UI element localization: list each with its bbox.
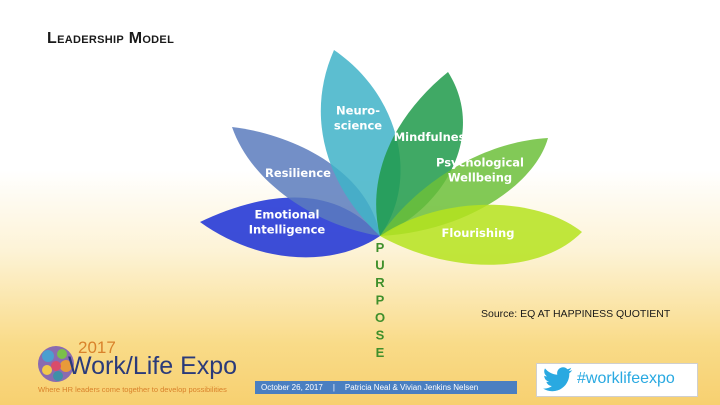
- lotus-petal: [232, 127, 380, 236]
- lotus-petal: [380, 138, 548, 236]
- mosaic-globe-icon: [38, 346, 74, 382]
- purpose-letter: S: [376, 328, 385, 343]
- logo-name: Work/Life Expo: [68, 352, 238, 380]
- hashtag-badge: #worklifeexpo: [536, 363, 698, 397]
- footer-date: October 26, 2017: [261, 383, 323, 392]
- lotus-petal: [376, 72, 463, 236]
- purpose-letter: R: [375, 275, 385, 290]
- source-note: Source: EQ AT HAPPINESS QUOTIENT: [481, 308, 671, 320]
- petal-label: Flourishing: [442, 226, 515, 240]
- purpose-letter: P: [376, 293, 385, 308]
- hashtag-text: #worklifeexpo: [577, 370, 675, 387]
- petal-label: Mindfulness: [394, 130, 473, 144]
- expo-logo: 2017 Work/Life Expo Where HR leaders com…: [36, 338, 276, 398]
- purpose-letter: P: [376, 240, 385, 255]
- logo-tagline: Where HR leaders come together to develo…: [38, 385, 227, 394]
- slide-title: Leadership Model: [47, 30, 175, 47]
- twitter-bird-icon: [543, 367, 573, 392]
- petal-label: Resilience: [265, 166, 331, 180]
- purpose-letter: E: [376, 345, 385, 360]
- footer-presenters: Patricia Neal & Vivian Jenkins Nelsen: [344, 383, 479, 392]
- purpose-letter: O: [375, 310, 385, 325]
- logo-year: 2017: [78, 338, 116, 357]
- footer-bar: October 26, 2017 | Patricia Neal & Vivia…: [255, 381, 517, 394]
- petal-label: Neuro-science: [334, 104, 382, 133]
- footer-separator: |: [332, 383, 335, 392]
- lotus-petal: [380, 204, 582, 265]
- purpose-letter: U: [375, 258, 384, 273]
